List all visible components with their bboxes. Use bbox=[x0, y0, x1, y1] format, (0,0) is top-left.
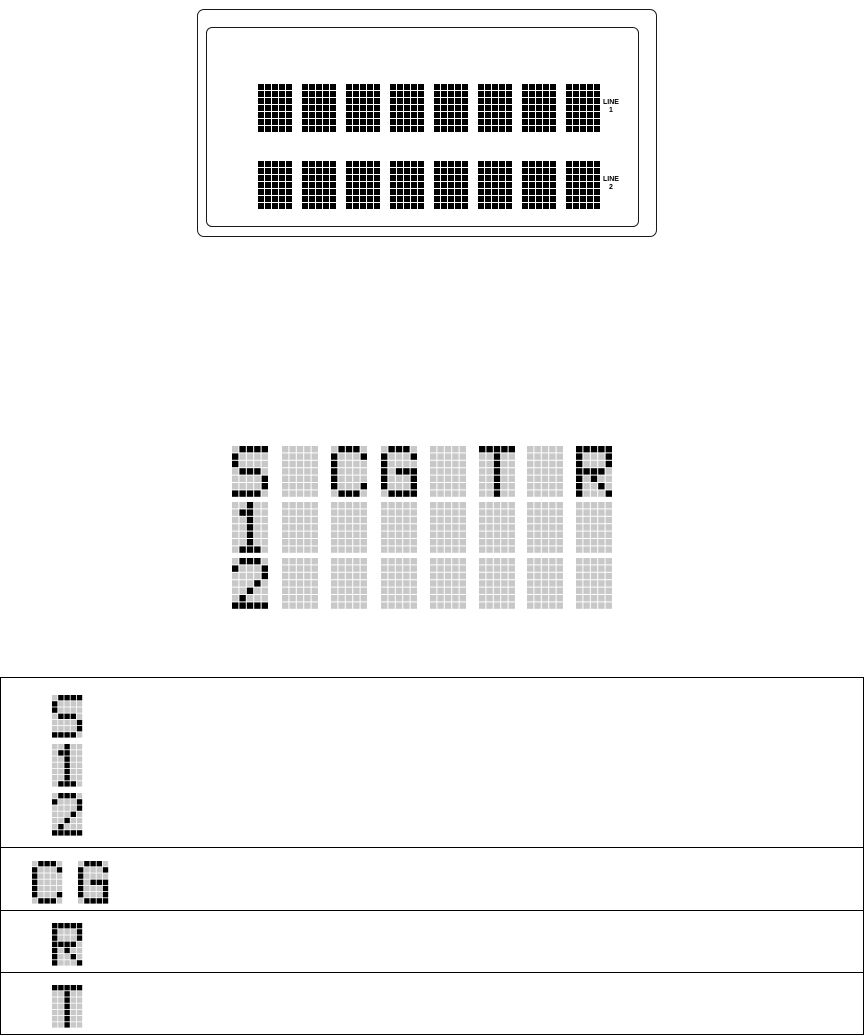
grid-empty-cell bbox=[282, 558, 318, 609]
legend-glyph-s bbox=[52, 695, 82, 738]
character-map-grid bbox=[0, 440, 866, 610]
lcd-character-cells bbox=[0, 0, 866, 240]
line-2-label: LINE 2 bbox=[598, 176, 624, 192]
lcd-char-cell-line2-5 bbox=[434, 161, 468, 209]
lcd-char-cell-line2-6 bbox=[478, 161, 512, 209]
lcd-char-cell-line1-5 bbox=[434, 84, 468, 132]
lcd-char-cell-line2-1 bbox=[258, 161, 292, 209]
lcd-char-cell-line1-2 bbox=[302, 84, 336, 132]
legend-glyph-2 bbox=[52, 793, 82, 836]
grid-empty-cell bbox=[381, 558, 417, 609]
legend-glyph-g bbox=[78, 861, 108, 904]
grid-empty-cell bbox=[527, 446, 563, 497]
grid-glyph-g bbox=[381, 446, 417, 497]
line-1-label: LINE 1 bbox=[598, 99, 624, 115]
lcd-char-cell-line1-4 bbox=[390, 84, 424, 132]
grid-glyph-r bbox=[576, 446, 612, 497]
grid-empty-cell bbox=[576, 558, 612, 609]
line-2-label-text: LINE bbox=[598, 176, 624, 184]
lcd-char-cell-line1-6 bbox=[478, 84, 512, 132]
grid-empty-cell bbox=[430, 502, 466, 553]
line-1-label-number: 1 bbox=[598, 107, 624, 115]
lcd-char-cell-line2-2 bbox=[302, 161, 336, 209]
lcd-char-cell-line2-8 bbox=[566, 161, 600, 209]
line-1-label-text: LINE bbox=[598, 99, 624, 107]
lcd-char-cell-line2-7 bbox=[522, 161, 556, 209]
grid-empty-cell bbox=[331, 502, 367, 553]
legend-glyphs bbox=[0, 677, 866, 1035]
grid-empty-cell bbox=[430, 558, 466, 609]
grid-empty-cell bbox=[527, 558, 563, 609]
legend-glyph-1 bbox=[52, 744, 82, 787]
grid-empty-cell bbox=[527, 502, 563, 553]
grid-empty-cell bbox=[282, 446, 318, 497]
line-2-label-number: 2 bbox=[598, 184, 624, 192]
grid-glyph-c bbox=[331, 446, 367, 497]
lcd-char-cell-line1-8 bbox=[566, 84, 600, 132]
grid-empty-cell bbox=[576, 502, 612, 553]
grid-glyph-2 bbox=[232, 558, 268, 609]
legend-glyph-c bbox=[32, 861, 62, 904]
legend-glyph-r bbox=[52, 923, 82, 966]
lcd-char-cell-line1-7 bbox=[522, 84, 556, 132]
lcd-char-cell-line1-1 bbox=[258, 84, 292, 132]
lcd-char-cell-line1-3 bbox=[346, 84, 380, 132]
lcd-char-cell-line2-3 bbox=[346, 161, 380, 209]
grid-empty-cell bbox=[479, 558, 515, 609]
grid-glyph-t bbox=[479, 446, 515, 497]
lcd-char-cell-line2-4 bbox=[390, 161, 424, 209]
grid-empty-cell bbox=[331, 558, 367, 609]
grid-empty-cell bbox=[282, 502, 318, 553]
legend-glyph-t bbox=[52, 985, 82, 1028]
grid-empty-cell bbox=[430, 446, 466, 497]
grid-glyph-1 bbox=[232, 502, 268, 553]
grid-empty-cell bbox=[381, 502, 417, 553]
grid-empty-cell bbox=[479, 502, 515, 553]
grid-glyph-s bbox=[232, 446, 268, 497]
